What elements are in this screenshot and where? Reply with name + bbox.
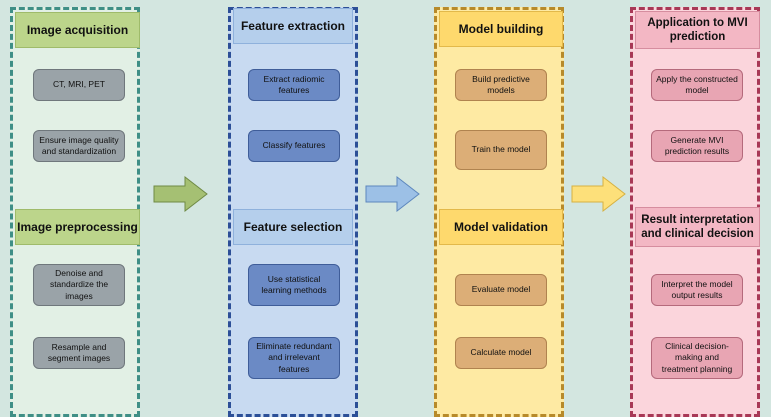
right-arrow-icon: [571, 176, 626, 212]
building-item-predictive: Build predictive models: [455, 69, 547, 101]
extraction-item-radiomic: Extract radiomic features: [248, 69, 340, 101]
interpretation-item-clinical: Clinical decision-making and treatment p…: [651, 337, 743, 379]
right-arrow-icon: [153, 176, 208, 212]
feature-selection-header: Feature selection: [233, 209, 353, 245]
application-header: Application to MVI prediction: [635, 11, 760, 49]
model-building-header: Model building: [439, 11, 563, 47]
validation-item-evaluate: Evaluate model: [455, 274, 547, 306]
feature-extraction-header: Feature extraction: [233, 8, 353, 44]
acquisition-item-quality: Ensure image quality and standardization: [33, 130, 125, 162]
interpretation-item-interpret: Interpret the model output results: [651, 274, 743, 306]
selection-item-eliminate: Eliminate redundant and irrelevant featu…: [248, 337, 340, 379]
extraction-item-classify: Classify features: [248, 130, 340, 162]
application-item-generate: Generate MVI prediction results: [651, 130, 743, 162]
image-acquisition-header: Image acquisition: [15, 12, 140, 48]
right-arrow-icon: [365, 176, 420, 212]
preprocessing-item-denoise: Denoise and standardize the images: [33, 264, 125, 306]
selection-item-statistical: Use statistical learning methods: [248, 264, 340, 306]
validation-item-calculate: Calculate model: [455, 337, 547, 369]
application-item-apply: Apply the constructed model: [651, 69, 743, 101]
interpretation-header: Result interpretation and clinical decis…: [635, 207, 760, 247]
image-preprocessing-header: Image preprocessing: [15, 209, 140, 245]
preprocessing-item-resample: Resample and segment images: [33, 337, 125, 369]
model-validation-header: Model validation: [439, 209, 563, 245]
acquisition-item-modalities: CT, MRI, PET: [33, 69, 125, 101]
building-item-train: Train the model: [455, 130, 547, 170]
